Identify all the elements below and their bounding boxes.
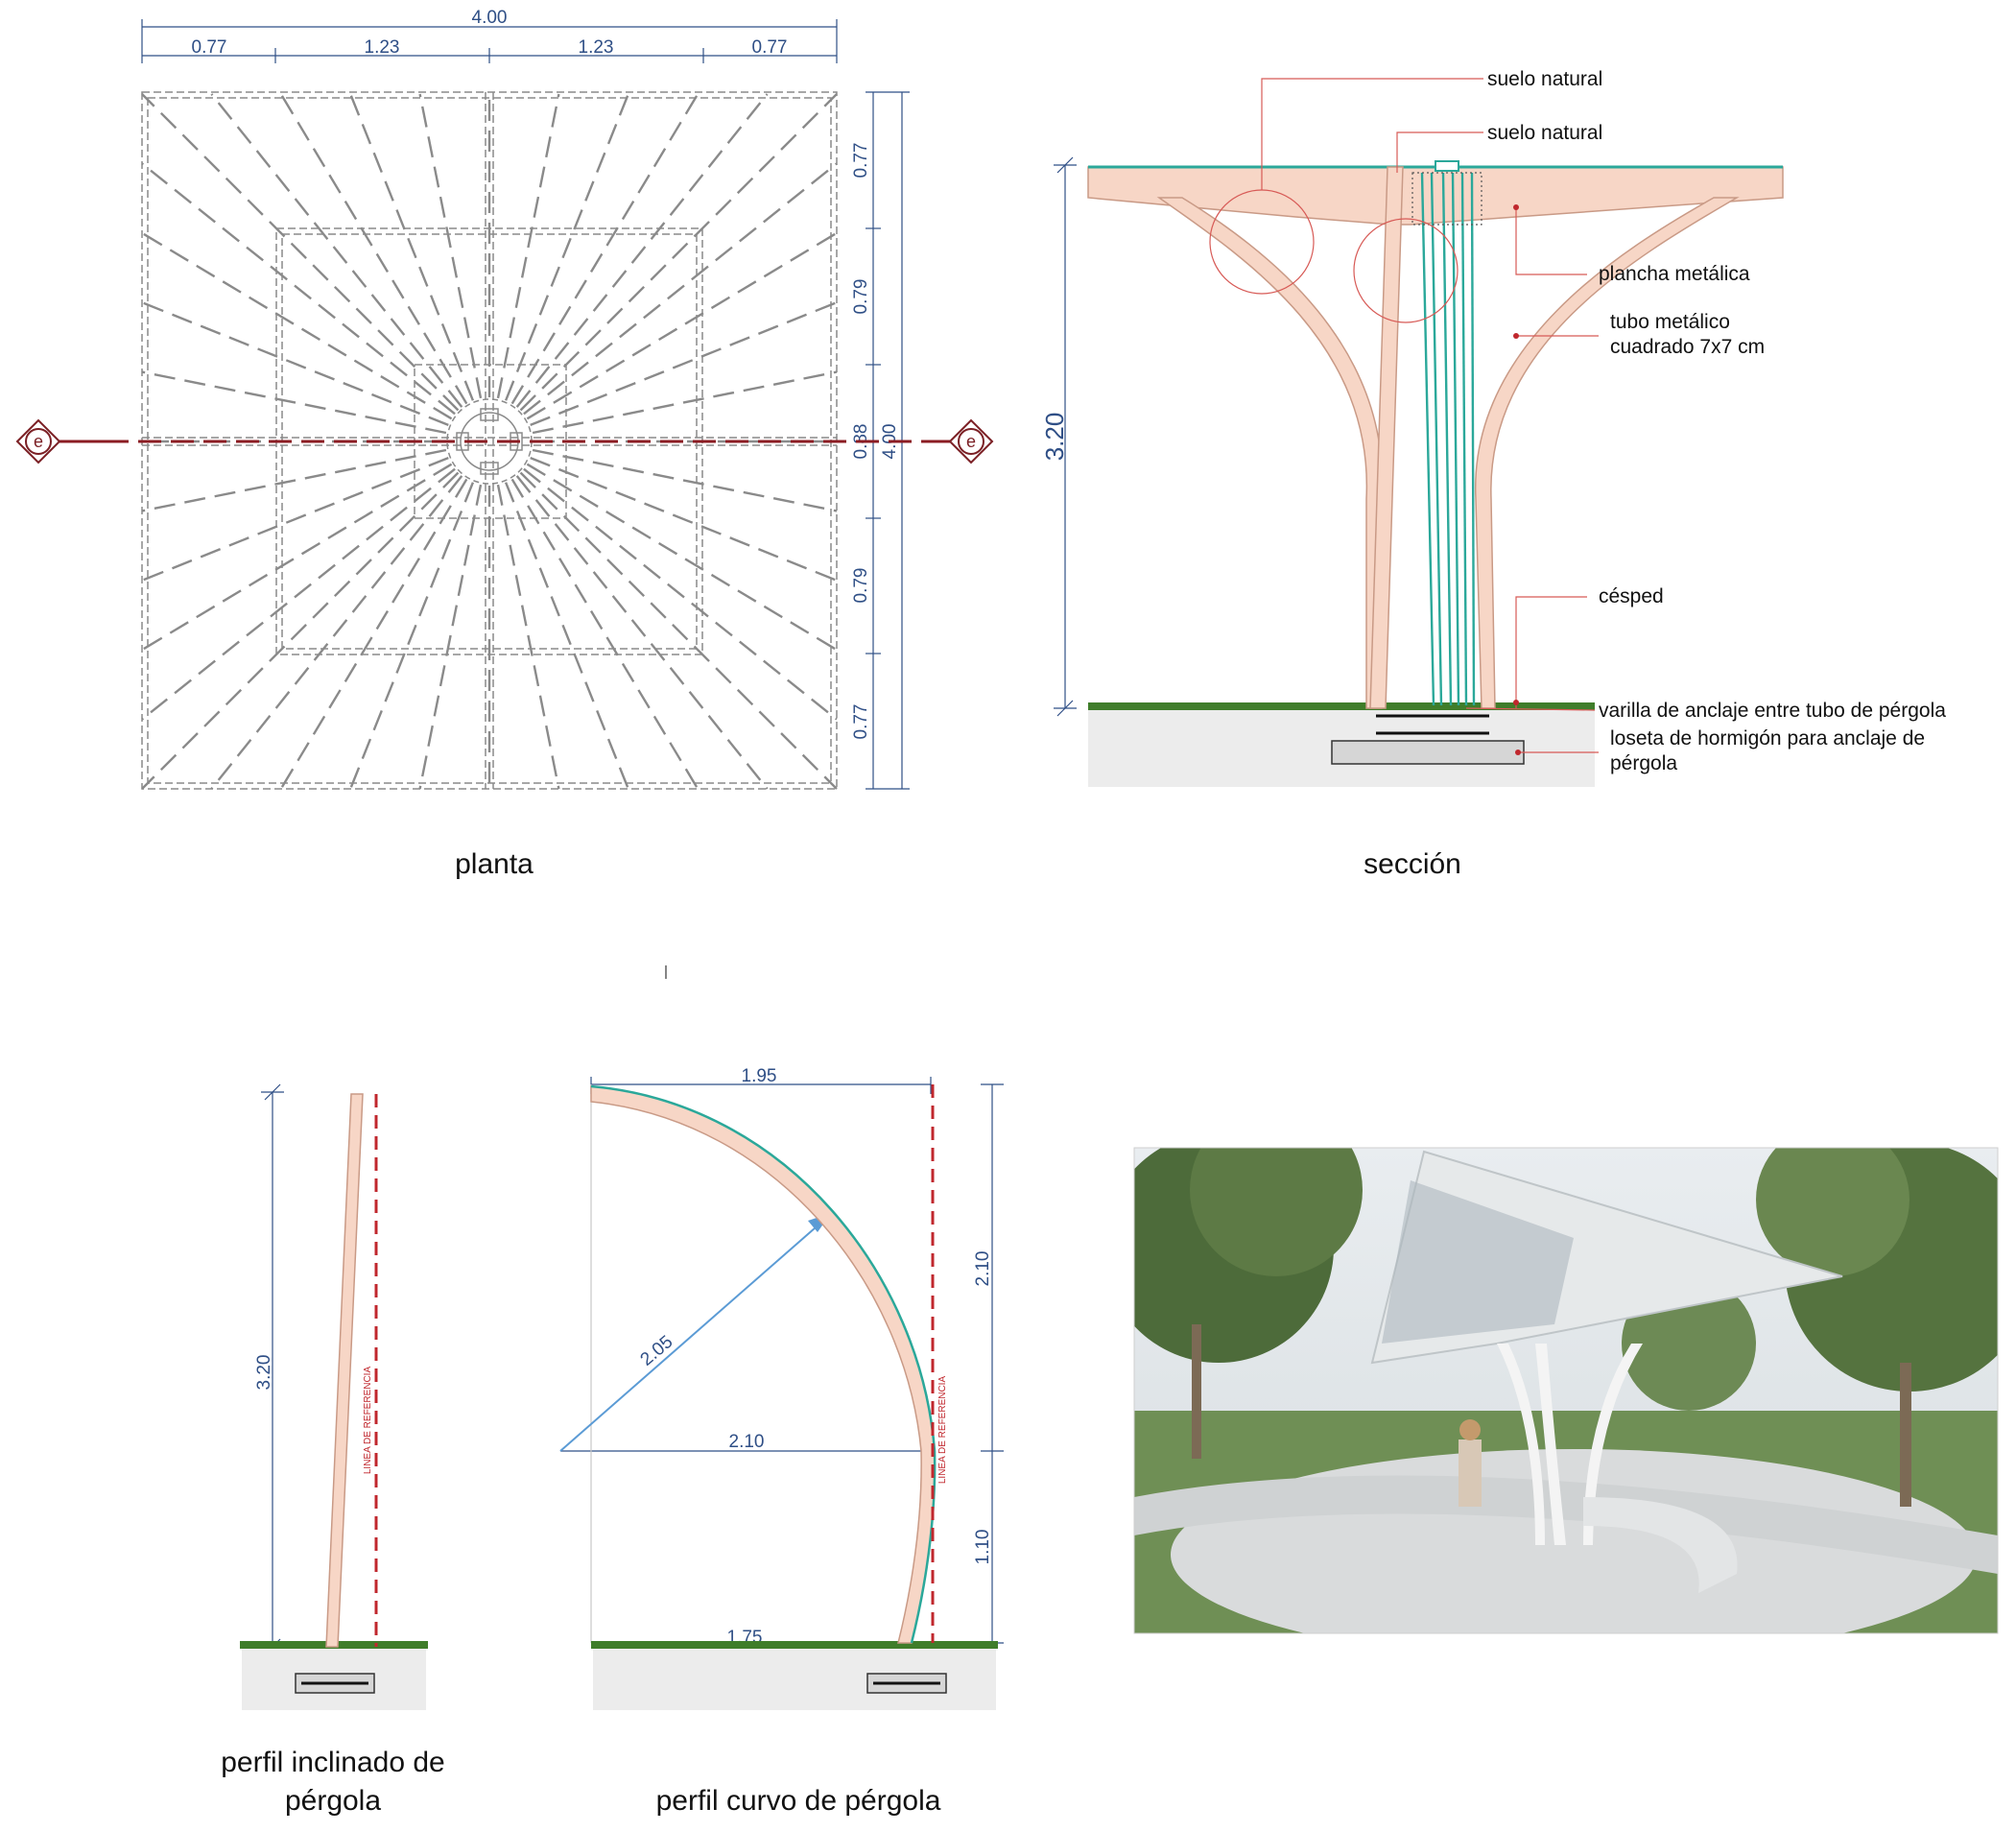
planta-dimensions-top xyxy=(141,19,838,63)
seccion-leader-dots xyxy=(1513,204,1521,755)
planta-beam xyxy=(515,93,769,408)
seccion-anchor-rods xyxy=(1376,714,1489,735)
planta-beam xyxy=(530,456,838,582)
planta-beam xyxy=(141,463,453,652)
perfil-curvo-height-lower: 1.10 xyxy=(973,1530,993,1565)
planta-beam xyxy=(523,467,838,721)
render-image xyxy=(1133,1147,1999,1634)
planta-dim-top-2: 1.23 xyxy=(365,37,400,58)
planta-beam xyxy=(141,370,447,435)
section-marker-left-label: e xyxy=(34,432,43,451)
label-suelo-natural-2: suelo natural xyxy=(1487,122,1602,144)
planta-beam xyxy=(496,484,560,790)
planta-beam xyxy=(279,93,468,405)
planta-beam xyxy=(519,471,838,790)
section-marker-left: e xyxy=(15,418,61,464)
planta-beam xyxy=(496,93,560,399)
seccion-detail-circle-right xyxy=(1353,218,1459,323)
planta-beam xyxy=(526,231,838,420)
planta-beam xyxy=(510,478,700,790)
label-tubo-metalico-2: cuadrado 7x7 cm xyxy=(1610,336,1765,358)
seccion-concrete-slab xyxy=(1331,740,1525,765)
label-loseta-1: loseta de hormigón para anclaje de xyxy=(1610,727,1925,749)
seccion-drawing: 3.20 xyxy=(1040,68,1946,787)
section-marker-right: e xyxy=(948,418,994,464)
planta-beam xyxy=(510,93,700,405)
planta-beam xyxy=(141,231,453,420)
label-tubo-metalico-1: tubo metálico xyxy=(1610,311,1730,333)
planta-beam xyxy=(141,467,456,721)
planta-beam xyxy=(279,478,468,790)
seccion-hub-cap xyxy=(1435,160,1459,172)
perfil-curvo-width-top: 1.95 xyxy=(742,1066,777,1086)
caption-seccion: sección xyxy=(1364,848,1461,880)
section-marker-right-label: e xyxy=(966,432,976,451)
planta-beam xyxy=(532,448,838,512)
planta-drawing: 4.00 0.77 1.23 1.23 0.77 0.77 0.79 0.88 … xyxy=(15,8,994,790)
planta-beam xyxy=(349,93,475,401)
seccion-height-dim: 3.20 xyxy=(1040,413,1069,462)
planta-beam xyxy=(418,484,483,790)
planta-dim-total-top: 4.00 xyxy=(472,8,508,28)
planta-beam xyxy=(210,475,463,790)
planta-beam xyxy=(141,456,449,582)
planta-beam xyxy=(141,301,449,427)
perfil-curvo-drawing: 1.95 2.05 2.10 1.75 2.10 1.10 LINEA DE R… xyxy=(559,1066,1004,1710)
planta-dim-right-5: 0.77 xyxy=(851,704,871,740)
planta-dim-right-4: 0.79 xyxy=(851,568,871,604)
label-cesped: césped xyxy=(1599,585,1664,607)
perfil-curvo-arm xyxy=(590,1085,936,1644)
planta-dim-right-2: 0.79 xyxy=(851,279,871,315)
caption-planta: planta xyxy=(455,848,534,880)
planta-beam xyxy=(504,93,629,401)
caption-perfil-curvo: perfil curvo de pérgola xyxy=(656,1785,941,1817)
seccion-cables xyxy=(1420,172,1476,706)
planta-beam xyxy=(532,370,838,435)
perfil-inclinado-drawing: 3.20 LINEA DE REFERENCIA xyxy=(240,1083,428,1710)
planta-beam xyxy=(141,448,447,512)
label-varilla: varilla de anclaje entre tubo de pérgola xyxy=(1599,700,1946,722)
perfil-curvo-height-upper: 2.10 xyxy=(973,1251,993,1287)
seccion-leaders xyxy=(1261,78,1599,753)
planta-beam xyxy=(515,475,769,790)
perfil-curvo-radius-line xyxy=(559,1220,824,1452)
label-plancha-metalica: plancha metálica xyxy=(1599,263,1750,285)
perfil-curvo-reference-label: LINEA DE REFERENCIA xyxy=(937,1376,948,1485)
perfil-inclinado-reference-label: LINEA DE REFERENCIA xyxy=(363,1367,373,1475)
label-loseta-2: pérgola xyxy=(1610,752,1677,774)
planta-beam xyxy=(418,93,483,399)
planta-beam xyxy=(349,482,475,790)
planta-beam xyxy=(141,471,460,790)
caption-perfil-inclinado-2: pérgola xyxy=(285,1785,381,1817)
perfil-inclinado-post xyxy=(325,1093,364,1648)
planta-beam xyxy=(504,482,629,790)
seccion-curved-arm-left xyxy=(1156,197,1384,709)
seccion-grass xyxy=(1088,702,1595,710)
planta-beam xyxy=(141,162,456,416)
seccion-straight-post xyxy=(1369,166,1404,709)
perfil-curvo-radius: 2.05 xyxy=(637,1332,677,1370)
perfil-curvo-edge xyxy=(590,1084,937,1644)
planta-beam xyxy=(526,463,838,652)
perfil-inclinado-height-dim: 3.20 xyxy=(254,1355,274,1391)
planta-dim-top-4: 0.77 xyxy=(752,37,788,58)
planta-radial-beams xyxy=(141,93,838,790)
planta-dim-top-1: 0.77 xyxy=(192,37,227,58)
perfil-curvo-grass xyxy=(591,1641,998,1649)
planta-dim-right-1: 0.77 xyxy=(851,143,871,178)
seccion-hub xyxy=(1411,172,1482,226)
label-suelo-natural-1: suelo natural xyxy=(1487,68,1602,90)
planta-beam xyxy=(141,93,460,412)
caption-perfil-inclinado-1: perfil inclinado de xyxy=(221,1747,444,1778)
perfil-curvo-width-mid: 2.10 xyxy=(729,1432,765,1452)
planta-beam xyxy=(210,93,463,408)
seccion-height-dimension xyxy=(1054,156,1077,717)
planta-dim-top-3: 1.23 xyxy=(579,37,614,58)
planta-beam xyxy=(530,301,838,427)
planta-beam xyxy=(519,93,838,412)
planta-beam xyxy=(523,162,838,416)
